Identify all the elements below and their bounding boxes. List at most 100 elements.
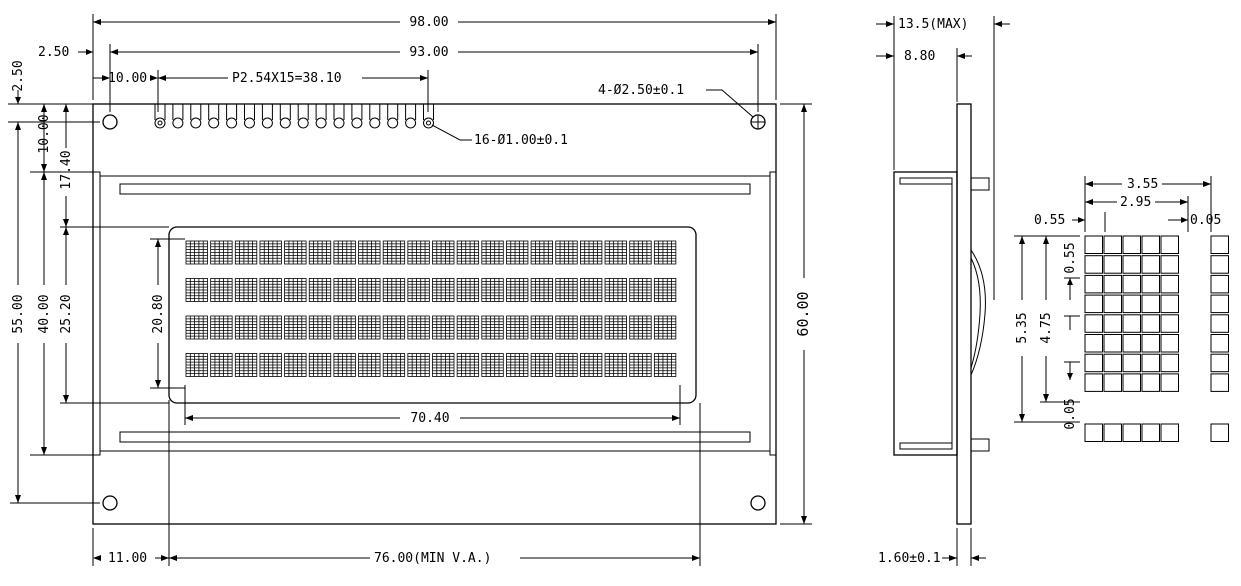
pin <box>387 104 399 129</box>
label-aa-width: 70.40 <box>410 411 449 426</box>
label-pin-row-height: 10.00 <box>37 114 52 153</box>
dot <box>1141 314 1160 333</box>
char-cell <box>234 240 258 265</box>
label-bezel-offset: 17.40 <box>59 150 74 189</box>
label-height-25: 25.20 <box>59 294 74 333</box>
char-cell <box>653 353 677 377</box>
label-left-offset: 11.00 <box>108 551 147 566</box>
char-cell <box>308 353 332 377</box>
dim-va-height: 20.80 <box>150 238 185 389</box>
dot <box>1084 294 1103 314</box>
dim-overall-width: 98.00 <box>92 14 777 100</box>
character-detail <box>1084 235 1229 442</box>
dot <box>1084 314 1103 333</box>
char-cell <box>308 240 332 265</box>
char-cell <box>580 353 603 377</box>
label-char-pitch-h: 5.35 <box>1015 312 1030 343</box>
dim-overall-height: 60.00 <box>780 103 812 525</box>
mount-hole-bottom-left <box>102 495 118 511</box>
label-dot-gap: 0.55 <box>1034 213 1065 228</box>
char-cell <box>210 278 233 302</box>
dot <box>1084 423 1103 442</box>
mount-hole-top-right <box>750 114 766 130</box>
label-hole-margin-left: 2.50 <box>38 45 69 60</box>
label-line-gap: 0.05 <box>1063 398 1078 429</box>
label-va-height: 20.80 <box>151 294 166 333</box>
dim-pin-pitch: P2.54X15=38.10 <box>158 70 429 112</box>
char-cell <box>580 278 603 302</box>
dot <box>1141 334 1160 353</box>
label-mount-holes: 4-Ø2.50±0.1 <box>598 83 684 98</box>
char-cell <box>653 278 677 302</box>
dim-char-h: 4.75 <box>1039 236 1080 403</box>
label-va-width: 76.00(MIN V.A.) <box>374 551 491 566</box>
char-cell <box>530 278 553 302</box>
dot <box>1141 255 1160 274</box>
char-cell <box>185 278 208 302</box>
label-char-pitch-w: 3.55 <box>1127 177 1158 192</box>
label-overall-width: 98.00 <box>409 15 448 30</box>
char-cell <box>407 315 430 340</box>
pin <box>261 104 273 129</box>
label-pin-holes: 16-Ø1.00±0.1 <box>474 133 568 148</box>
dot <box>1160 353 1179 373</box>
dim-bezel-offset: 17.40 <box>59 104 74 227</box>
dim-hole-pitch-width: 93.00 <box>109 44 759 112</box>
dim-line-gap: 0.05 <box>1063 361 1080 430</box>
char-cell <box>432 278 455 302</box>
char-cell <box>555 315 578 340</box>
char-cell <box>629 315 652 340</box>
char-cell <box>333 315 356 340</box>
char-cell <box>284 240 307 265</box>
char-cell <box>382 278 406 302</box>
char-cell <box>382 353 406 377</box>
dim-char-pitch-w: 3.55 <box>1084 176 1212 232</box>
pin <box>405 104 417 129</box>
pin-header <box>154 104 434 129</box>
char-cell <box>407 278 430 302</box>
light-guide-top <box>119 183 751 195</box>
callout-pin-holes: 16-Ø1.00±0.1 <box>431 124 568 148</box>
char-cell <box>382 240 406 265</box>
char-cell <box>456 315 480 340</box>
dim-char-gap: 0.05 <box>1168 212 1221 232</box>
dot <box>1141 294 1160 314</box>
char-cell <box>432 240 455 265</box>
dot <box>1122 373 1141 392</box>
char-cell <box>284 315 307 340</box>
pcb-outline <box>92 103 777 525</box>
dim-height-40: 40.00 <box>30 172 93 456</box>
dot <box>1210 274 1229 294</box>
char-cell <box>333 240 356 265</box>
label-pin-offset: 10.00 <box>108 71 147 86</box>
label-thickness-max: 13.5(MAX) <box>898 17 968 32</box>
dim-va-width: 76.00(MIN V.A.) <box>169 403 701 566</box>
char-cell <box>580 315 603 340</box>
pin <box>333 104 345 129</box>
char-cell <box>481 240 504 265</box>
char-cell <box>629 353 652 377</box>
side-ic-blob <box>970 249 986 376</box>
char-cell <box>653 315 677 340</box>
dim-left-offset: 11.00 <box>92 400 170 566</box>
char-cell <box>530 353 553 377</box>
dot <box>1122 314 1141 333</box>
dot <box>1122 423 1141 442</box>
dot <box>1103 373 1122 392</box>
dim-char-w: 2.95 <box>1085 195 1189 232</box>
bezel-top-edge <box>93 171 776 177</box>
pin <box>369 104 381 129</box>
dot <box>1160 334 1179 353</box>
dot <box>1210 235 1229 254</box>
pin <box>279 104 291 129</box>
side-connector-top <box>970 177 990 191</box>
dot <box>1141 274 1160 294</box>
dim-pin-offset: 10.00 <box>93 70 159 112</box>
pin <box>297 104 309 129</box>
dot <box>1160 373 1179 392</box>
char-cell <box>456 353 480 377</box>
dot <box>1084 255 1103 274</box>
char-cell <box>456 240 480 265</box>
char-cell <box>604 278 627 302</box>
dot <box>1210 423 1229 442</box>
